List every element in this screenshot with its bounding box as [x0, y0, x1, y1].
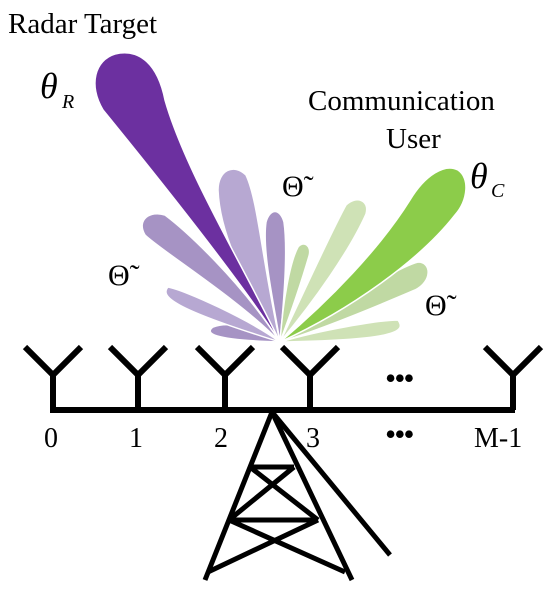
radar-main-beam [94, 52, 281, 343]
comm-user-label-line2: User [386, 123, 441, 155]
antenna-index-0: 0 [44, 423, 58, 454]
theta-tilde-top: Θ̃ [282, 170, 314, 203]
theta-r-subscript: R [61, 91, 74, 113]
antenna-index-m-1: M-1 [474, 423, 522, 454]
radar-sidelobe-3 [141, 213, 281, 343]
antenna-2 [194, 344, 256, 410]
ellipsis-top: ••• [385, 360, 413, 396]
radar-target-label: Radar Target [8, 8, 157, 40]
antenna-0 [22, 344, 84, 410]
radar-sidelobes [141, 168, 287, 343]
base-station-tower [202, 410, 392, 582]
ellipsis-bottom: ••• [385, 416, 413, 452]
antenna-index-1: 1 [129, 423, 143, 454]
theta-tilde-left: Θ̃ [108, 259, 140, 292]
comm-sidelobe-4 [279, 243, 311, 343]
radar-sidelobe-5 [264, 210, 287, 343]
theta-r-symbol: θ [40, 66, 58, 106]
comm-sidelobe-3 [279, 199, 368, 343]
comm-main-beam [279, 167, 467, 343]
antenna-1 [107, 344, 169, 410]
radar-sidelobe-2 [165, 286, 281, 343]
antenna-m-1 [482, 344, 544, 410]
theta-tilde-right: Θ̃ [425, 289, 457, 322]
antenna-3 [279, 344, 341, 410]
antenna-index-2: 2 [214, 423, 228, 454]
theta-c-symbol: θ [470, 156, 488, 196]
comm-sidelobe-1 [279, 319, 402, 343]
theta-c-subscript: C [491, 180, 505, 202]
antenna-index-3: 3 [306, 423, 320, 454]
antenna-array [22, 344, 544, 413]
comm-user-label-line1: Communication [308, 85, 495, 117]
